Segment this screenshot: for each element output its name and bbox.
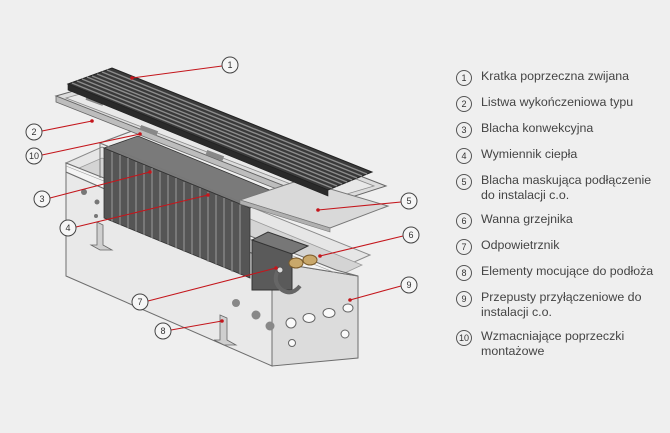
svg-text:4: 4	[65, 223, 70, 233]
callout-3: 3	[33, 190, 51, 208]
legend-item-7: 7 Odpowietrznik	[456, 238, 666, 255]
legend-number: 6	[456, 213, 472, 229]
legend-item-8: 8 Elementy mocujące do podłoża	[456, 264, 666, 281]
svg-text:8: 8	[160, 326, 165, 336]
legend-label: Wymiennik ciepła	[481, 147, 578, 161]
legend-number: 3	[456, 122, 472, 138]
legend-item-3: 3 Blacha konwekcyjna	[456, 121, 666, 138]
legend-number: 4	[456, 148, 472, 164]
legend-label: Kratka poprzeczna zwijana	[481, 69, 630, 83]
mounting-feet	[89, 221, 238, 346]
callout-5: 5	[400, 192, 418, 210]
legend-number: 7	[456, 239, 472, 255]
fin-lines	[111, 152, 241, 275]
convector-illustration: 1 2 10 3 4 5 6 7	[25, 56, 420, 367]
legend-label: Blacha maskująca podłączenie do instalac…	[481, 173, 652, 202]
legend-number: 5	[456, 174, 472, 190]
cover-plate	[238, 179, 390, 233]
svg-text:2: 2	[31, 127, 36, 137]
legend-item-6: 6 Wanna grzejnika	[456, 212, 666, 229]
legend-item-10: 10 Wzmacniające poprzeczki montażowe	[456, 329, 666, 359]
legend-number: 1	[456, 70, 472, 86]
callout-10: 10	[25, 147, 43, 165]
grille-bars	[71, 69, 368, 189]
legend-item-9: 9 Przepusty przyłączeniowe do instalacji…	[456, 290, 666, 320]
legend-label: Blacha konwekcyjna	[481, 121, 594, 135]
legend-number: 10	[456, 330, 472, 346]
leader-dots	[90, 76, 352, 323]
legend-item-1: 1 Kratka poprzeczna zwijana	[456, 69, 666, 86]
svg-text:7: 7	[137, 297, 142, 307]
svg-text:6: 6	[408, 230, 413, 240]
legend-label: Listwa wykończeniowa typu	[481, 95, 634, 109]
leader-lines	[41, 65, 404, 331]
callout-2: 2	[25, 123, 43, 141]
svg-text:1: 1	[227, 60, 232, 70]
legend-item-4: 4 Wymiennik ciepła	[456, 147, 666, 164]
svg-text:3: 3	[39, 194, 44, 204]
legend-label: Elementy mocujące do podłoża	[481, 264, 654, 278]
callout-8: 8	[154, 322, 172, 340]
legend-label: Wzmacniające poprzeczki montażowe	[481, 329, 625, 358]
rolled-grille	[66, 67, 374, 197]
legend-number: 9	[456, 291, 472, 307]
legend: 1 Kratka poprzeczna zwijana 2 Listwa wyk…	[456, 69, 666, 359]
callout-7: 7	[131, 293, 149, 311]
legend-item-5: 5 Blacha maskująca podłączenie do instal…	[456, 173, 666, 203]
svg-text:10: 10	[29, 151, 39, 161]
legend-label: Przepusty przyłączeniowe do instalacji c…	[481, 290, 642, 319]
callout-9: 9	[400, 276, 418, 294]
legend-number: 8	[456, 265, 472, 281]
legend-item-2: 2 Listwa wykończeniowa typu	[456, 95, 666, 112]
svg-text:9: 9	[406, 280, 411, 290]
legend-label: Odpowietrznik	[481, 238, 560, 252]
callout-4: 4	[59, 219, 77, 237]
callout-6: 6	[402, 226, 420, 244]
connection-pipes	[273, 254, 318, 295]
callout-1: 1	[221, 56, 239, 74]
legend-label: Wanna grzejnika	[481, 212, 573, 226]
legend-number: 2	[456, 96, 472, 112]
svg-text:5: 5	[406, 196, 411, 206]
